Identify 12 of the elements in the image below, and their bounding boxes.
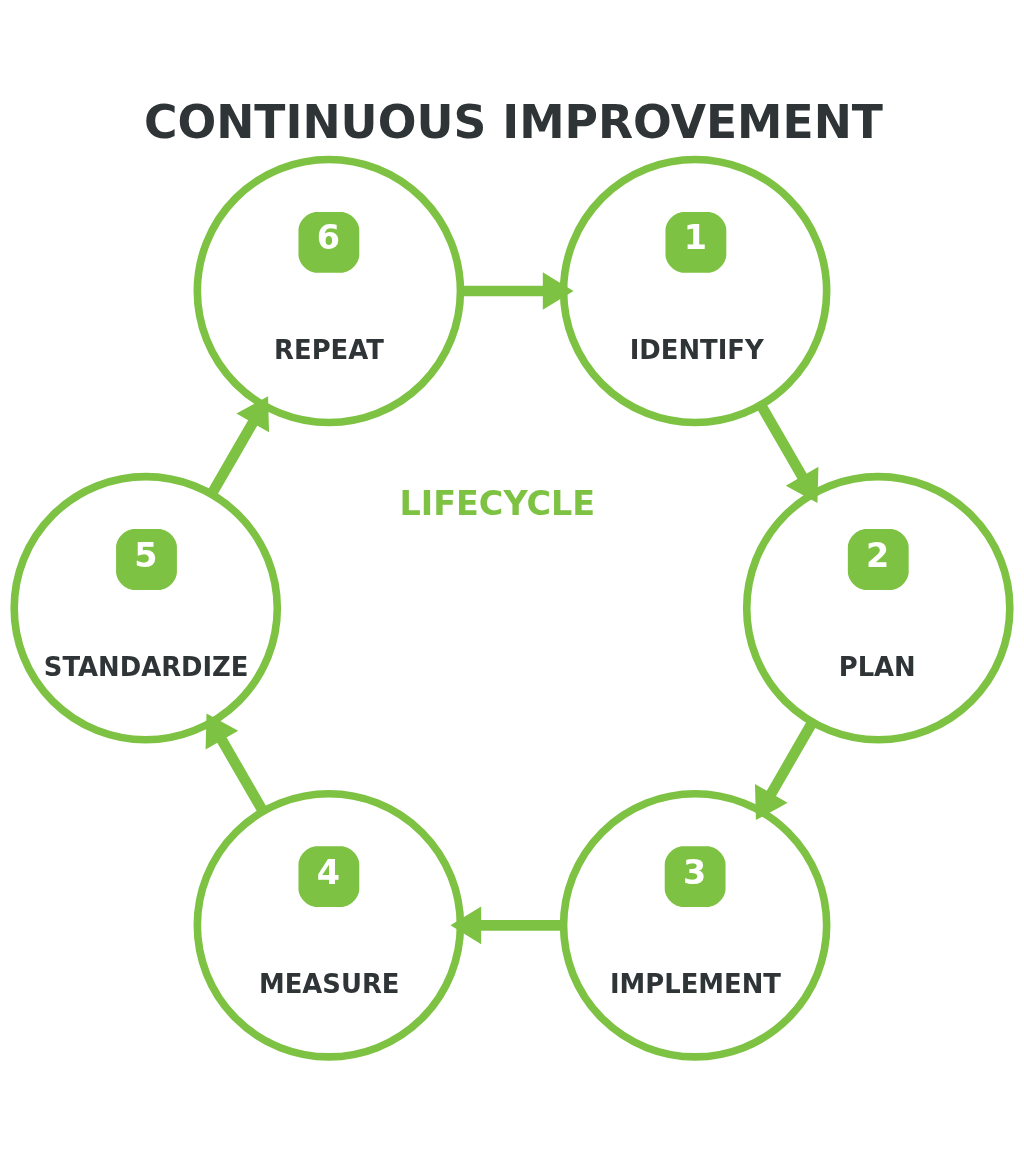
node-circle: 6 REPEAT <box>193 155 465 427</box>
node-circle: 2 PLAN <box>742 472 1014 744</box>
arrow <box>205 713 268 814</box>
node-circle: 5 STANDARDIZE <box>10 472 282 744</box>
node-circle: 4 MEASURE <box>193 790 465 1061</box>
label: LIFECYCLE <box>399 483 596 523</box>
arrow <box>206 396 270 497</box>
node-circle: 3 IMPLEMENT <box>559 790 831 1061</box>
node-circle: 1 IDENTIFY <box>559 155 831 427</box>
arrow <box>756 402 819 503</box>
diagram-title: CONTINUOUS IMPROVEMENT <box>143 96 883 150</box>
arrow <box>755 719 817 821</box>
